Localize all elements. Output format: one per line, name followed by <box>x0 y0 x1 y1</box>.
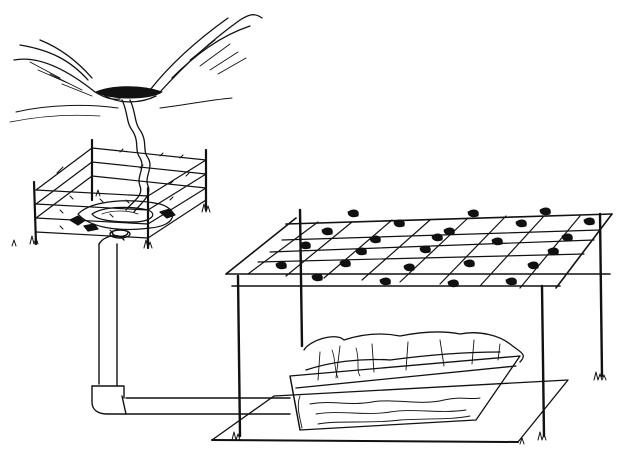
ground-slab <box>211 379 569 443</box>
hillside-spring <box>9 14 263 123</box>
fenced-pool <box>69 200 176 232</box>
horizontal-pipe <box>125 397 291 415</box>
standpipe <box>91 229 131 415</box>
shade-arbor <box>225 208 613 438</box>
barbed-wire-fence <box>11 138 211 250</box>
arbor-leaves <box>275 207 595 288</box>
lined-trough <box>289 331 524 431</box>
grass-tufts <box>231 371 607 445</box>
